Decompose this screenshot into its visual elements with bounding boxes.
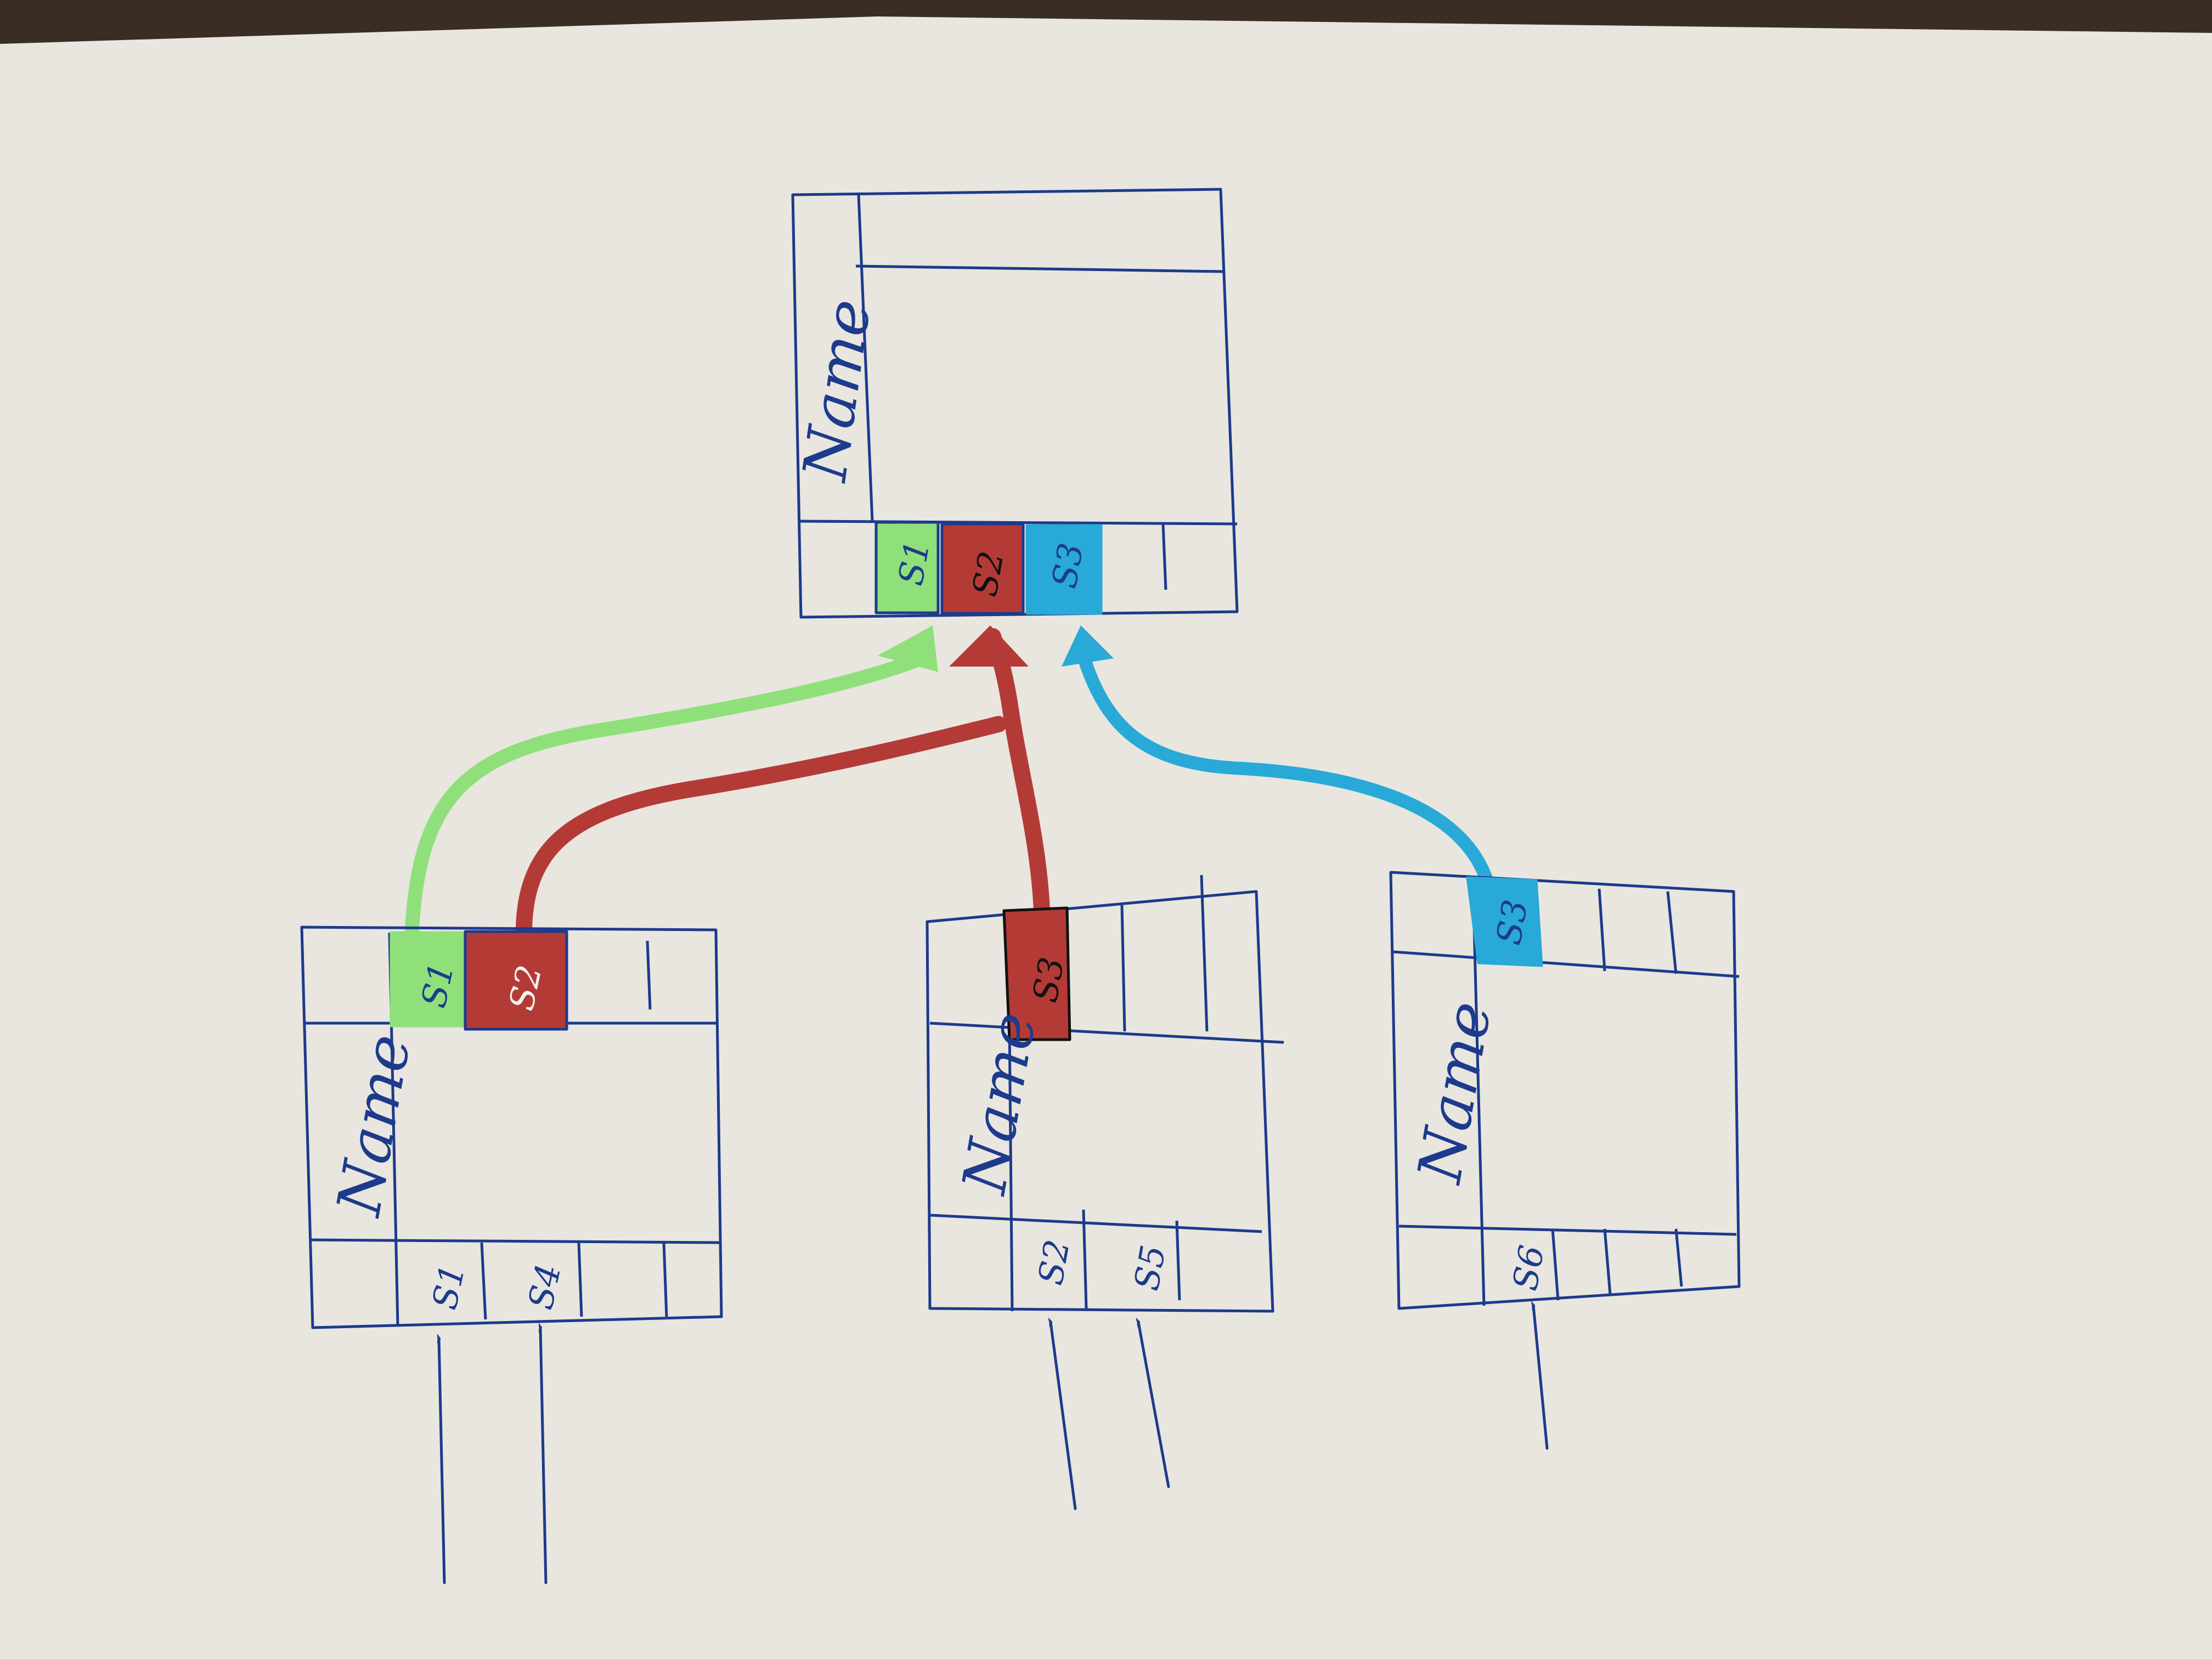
paper-sheet [0, 16, 2212, 1659]
node-middle-bottom-cell-s2-label: S2 [1030, 1237, 1077, 1288]
node-right-bottom-cell-s6-label: S6 [1505, 1242, 1552, 1293]
node-right-top-cell-s3-label: S3 [1488, 896, 1536, 947]
node-middle-top-cell-s3-label: S3 [1025, 954, 1072, 1005]
node-top-cell-s1-label: S1 [890, 537, 938, 588]
node-middle-bottom-cell-s5-label: S5 [1126, 1242, 1173, 1293]
node-top-cell-s3-label: S3 [1044, 540, 1091, 591]
node-top-cell-s2-label: S2 [964, 548, 1012, 599]
